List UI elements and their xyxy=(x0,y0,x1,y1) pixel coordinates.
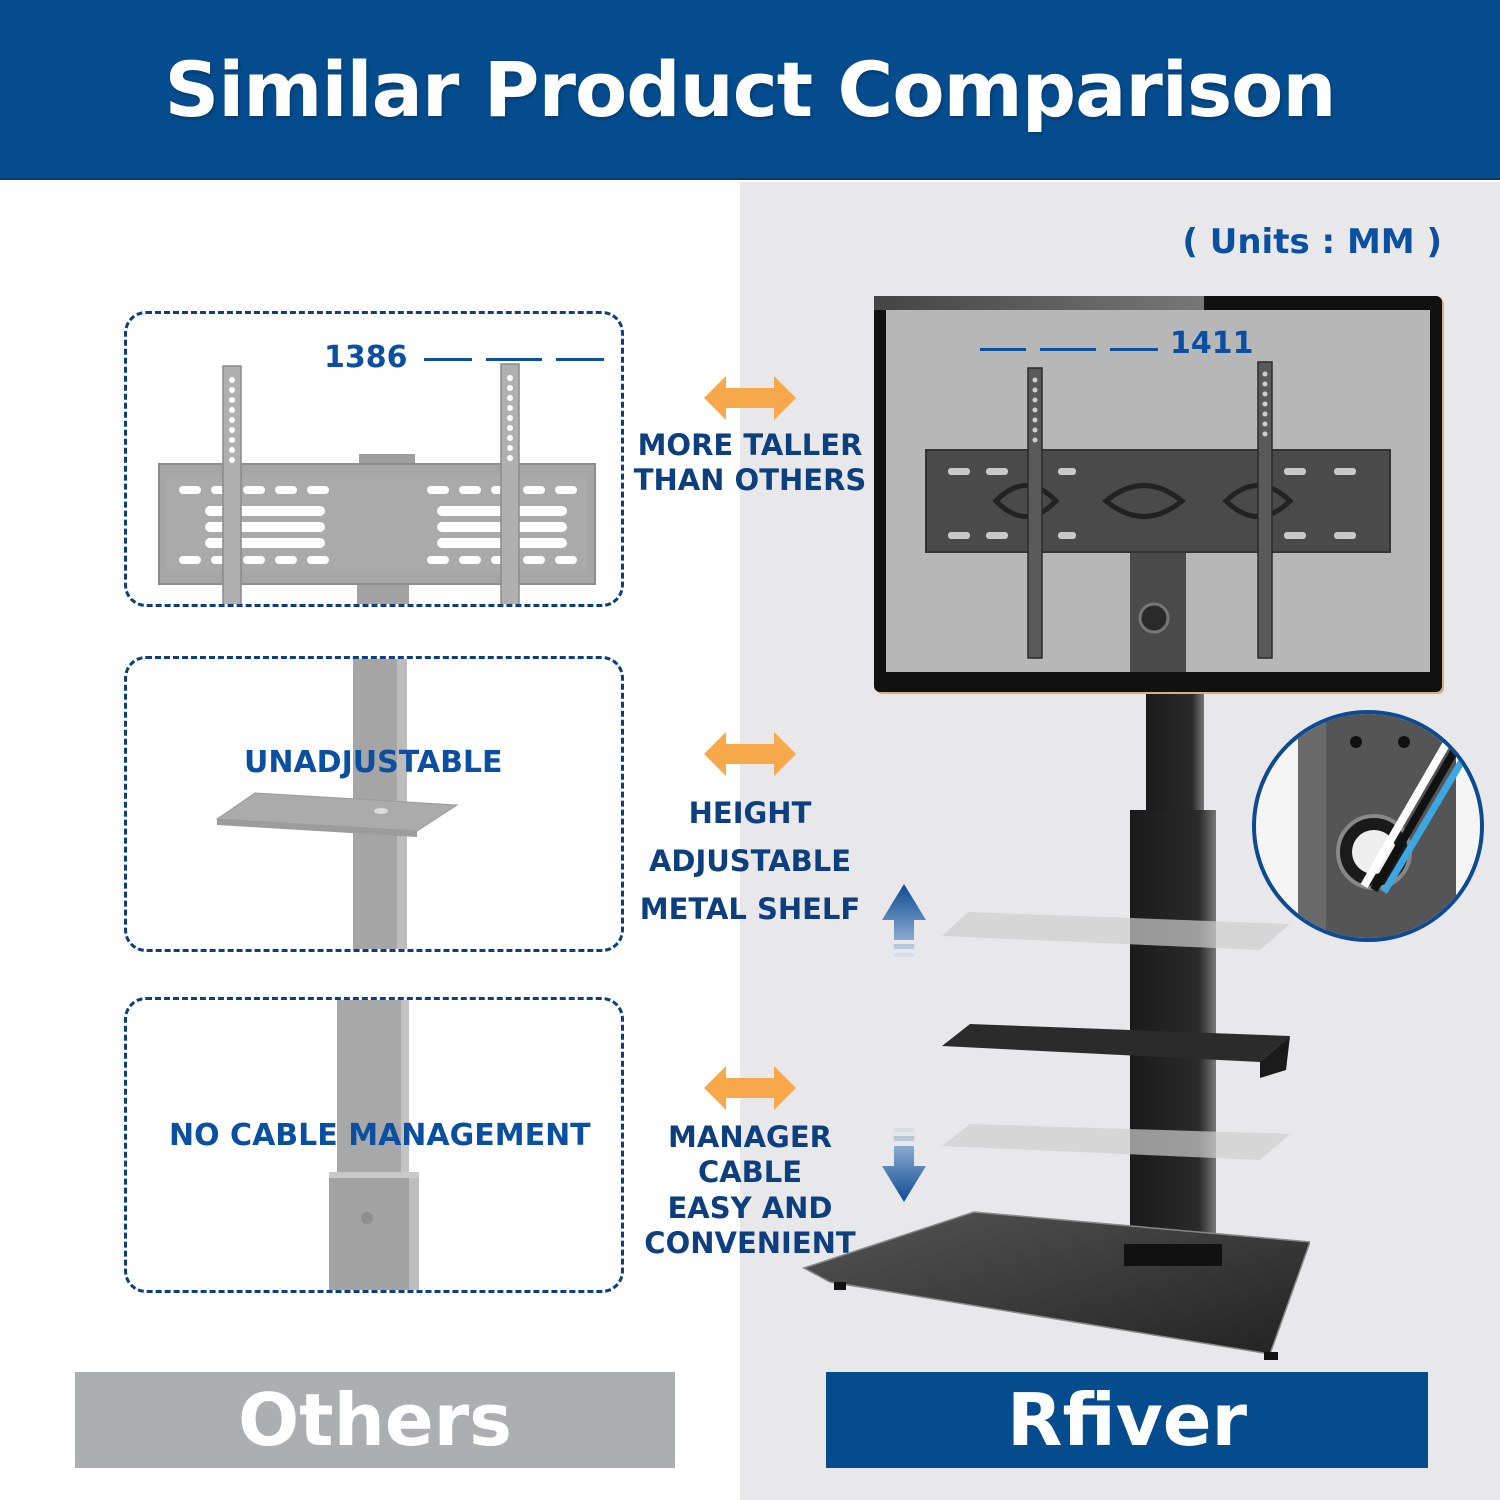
tv-display xyxy=(874,296,1442,692)
feature-line: THAN OTHERS xyxy=(633,463,867,498)
header-banner: Similar Product Comparison xyxy=(0,0,1500,180)
down-arrow-icon xyxy=(882,1128,926,1202)
others-panel-cable: NO CABLE MANAGEMENT xyxy=(124,997,624,1293)
dimension-dash xyxy=(424,358,472,361)
feature-taller: MORE TALLER THAN OTHERS xyxy=(630,428,870,499)
rfiver-stand-illustration xyxy=(802,690,1310,1360)
page-title: Similar Product Comparison xyxy=(164,44,1337,134)
cable-grommet-illustration xyxy=(1298,714,1476,938)
double-headed-arrow-icon xyxy=(704,732,796,776)
double-headed-arrow-icon xyxy=(704,376,796,420)
feature-line: MORE TALLER xyxy=(637,428,863,462)
dimension-dash xyxy=(486,358,542,361)
tv-glare xyxy=(874,296,1204,310)
double-headed-arrow-icon xyxy=(704,1066,796,1110)
others-label: Others xyxy=(75,1372,675,1468)
rfiver-mount-illustration xyxy=(925,361,1391,672)
others-height-dimension: 1386 xyxy=(324,340,408,375)
feature-line: METAL SHELF xyxy=(639,891,861,926)
feature-adjustable-shelf: HEIGHT ADJUSTABLE METAL SHELF xyxy=(630,790,870,934)
feature-line: HEIGHT xyxy=(688,796,812,830)
dimension-dash xyxy=(1040,348,1096,351)
tv-screen xyxy=(886,310,1430,672)
unadjustable-label: UNADJUSTABLE xyxy=(244,745,503,780)
feature-line: MANAGER xyxy=(668,1120,832,1154)
dimension-dash xyxy=(1110,348,1158,351)
others-panel-shelf: UNADJUSTABLE xyxy=(124,656,624,952)
others-mount-illustration xyxy=(158,363,596,604)
feature-line: CONVENIENT xyxy=(644,1226,856,1261)
others-panel-mount xyxy=(124,311,624,607)
rfiver-label: Rfiver xyxy=(826,1372,1428,1468)
dimension-dash xyxy=(980,348,1026,351)
others-shelf-illustration xyxy=(215,659,459,949)
cable-management-closeup xyxy=(1252,710,1484,942)
up-arrow-icon xyxy=(882,884,926,957)
others-pole-illustration xyxy=(329,1000,419,1290)
rfiver-height-dimension: 1411 xyxy=(1170,326,1254,361)
feature-line: ADJUSTABLE xyxy=(648,843,852,878)
feature-cable-management: MANAGER CABLE EASY AND CONVENIENT xyxy=(630,1120,870,1262)
units-note: ( Units : MM ) xyxy=(1182,222,1442,262)
no-cable-management-label: NO CABLE MANAGEMENT xyxy=(169,1118,591,1153)
feature-line: CABLE xyxy=(697,1155,803,1190)
dimension-dash xyxy=(556,358,604,361)
feature-line: EASY AND xyxy=(667,1190,833,1225)
